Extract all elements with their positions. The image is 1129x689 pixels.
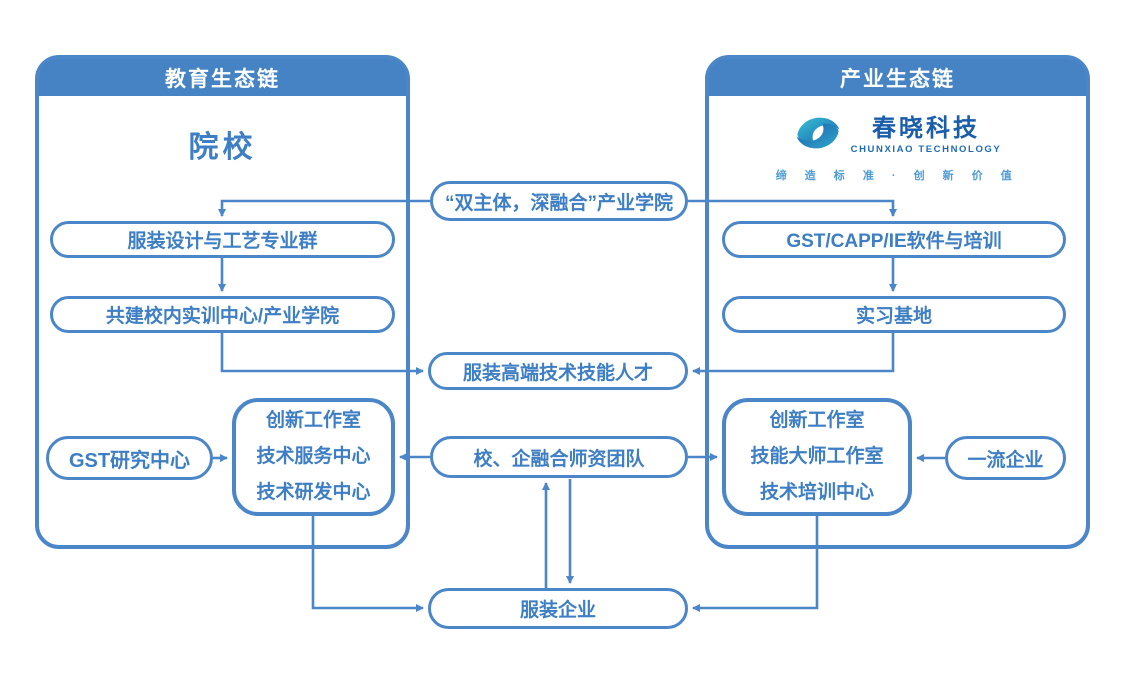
left-innovation-line-3: 技术研发中心 (256, 482, 371, 504)
colleges-title: 院校 (188, 131, 257, 164)
internship-base-box: 实习基地 (722, 296, 1066, 333)
first-class-enterprise-box: 一流企业 (945, 436, 1066, 480)
logo-name-en: CHUNXIAO TECHNOLOGY (850, 144, 1002, 156)
campus-training-center-box: 共建校内实训中心/产业学院 (50, 296, 395, 333)
right-innovation-studio-box: 创新工作室 技能大师工作室 技术培训中心 (722, 398, 912, 516)
industry-chain-header: 产业生态链 (709, 59, 1086, 99)
software-training-box: GST/CAPP/IE软件与培训 (722, 221, 1066, 258)
right-innovation-line-1: 创新工作室 (769, 409, 865, 431)
left-innovation-line-1: 创新工作室 (265, 409, 361, 431)
highend-talents-box: 服装高端技术技能人才 (428, 352, 688, 390)
left-innovation-studio-box: 创新工作室 技术服务中心 技术研发中心 (232, 398, 395, 516)
teacher-team-box: 校、企融合师资团队 (430, 436, 688, 478)
chunxiao-logo: 春晓科技 CHUNXIAO TECHNOLOGY 缔 造 标 准 · 创 新 价… (705, 113, 1090, 183)
right-innovation-line-3: 技术培训中心 (759, 482, 874, 504)
logo-name: 春晓科技 (872, 114, 980, 142)
left-innovation-line-2: 技术服务中心 (256, 445, 371, 467)
logo-tagline: 缔 造 标 准 · 创 新 价 值 (775, 170, 1020, 182)
education-chain-header: 教育生态链 (39, 59, 406, 99)
gst-research-center-box: GST研究中心 (46, 436, 213, 480)
garment-enterprise-box: 服装企业 (428, 588, 688, 629)
right-innovation-line-2: 技能大师工作室 (750, 445, 884, 467)
design-craft-group-box: 服装设计与工艺专业群 (50, 221, 395, 258)
dual-subject-college-box: “双主体，深融合”产业学院 (430, 181, 688, 221)
chunxiao-swirl-eye-icon (794, 113, 842, 158)
